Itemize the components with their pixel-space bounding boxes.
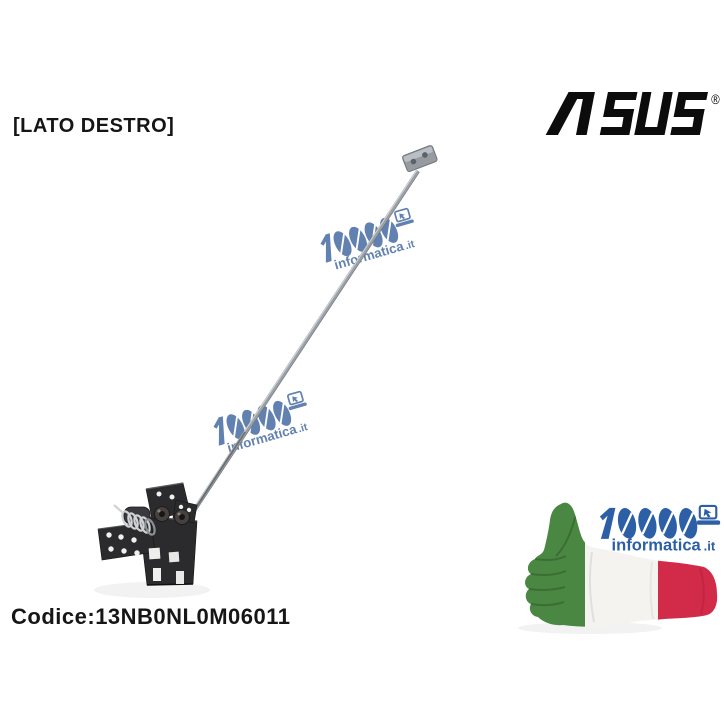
product-code: Codice:13NB0NL0M06011 (11, 604, 291, 630)
watermark-tld: .it (404, 238, 417, 252)
footer-logo-tld: .it (704, 539, 716, 554)
footer-logo-domain: informatica (612, 537, 702, 555)
digit-zeros (617, 508, 698, 539)
rod-top-bracket (402, 145, 438, 172)
laptop-icon (696, 504, 721, 525)
finger-creases (528, 514, 577, 607)
hinge-body (94, 482, 210, 598)
laptop-icon (287, 390, 307, 411)
digit-one (320, 233, 332, 263)
watermark-tld: .it (297, 421, 310, 435)
hinge-rod (191, 169, 420, 514)
registered-mark: ® (711, 91, 720, 107)
hinge-spring (113, 504, 156, 536)
footer-logo: informatica .it (599, 504, 721, 555)
digit-one (213, 416, 225, 446)
asus-letter-u (634, 92, 673, 135)
product-code-value: 13NB0NL0M06011 (95, 604, 291, 629)
asus-wordmark: ® (545, 91, 720, 135)
hinge-bosses (154, 506, 190, 525)
asus-letter-s1 (599, 92, 638, 135)
laptop-icon (394, 207, 414, 228)
asus-letter-a (545, 92, 595, 135)
digit-zeros (226, 400, 292, 440)
watermark-logo-lower: informatica .it (213, 390, 310, 455)
product-code-prefix: Codice: (11, 604, 96, 629)
palm-shading (588, 551, 705, 623)
hinge-screw-holes (106, 491, 192, 584)
digit-one (599, 507, 616, 539)
asus-letter-s2 (670, 92, 708, 135)
side-position-label: [LATO DESTRO] (13, 115, 175, 137)
flag-green-band (525, 502, 585, 627)
